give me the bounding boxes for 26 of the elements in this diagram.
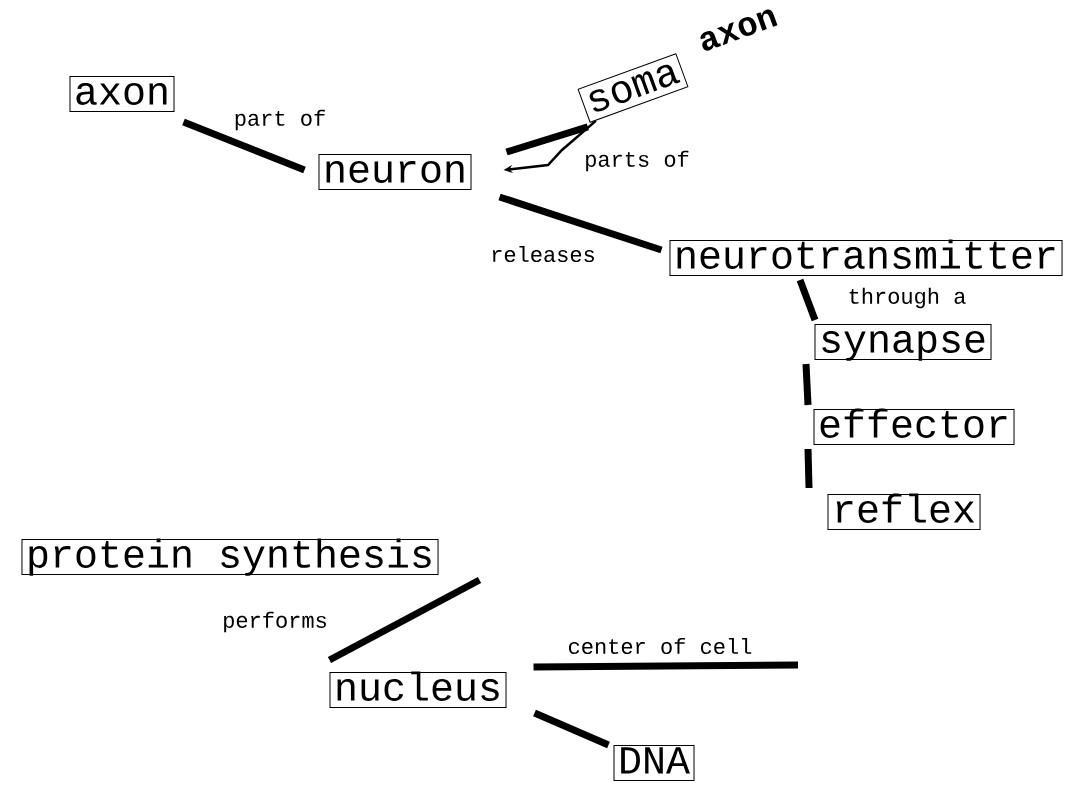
concept-box: axon — [69, 76, 175, 112]
edge-label: releases — [489, 244, 597, 264]
concept-box: neurotransmitter — [669, 239, 1063, 276]
edge-label: performs — [221, 610, 329, 634]
concept-box: reflex — [827, 493, 981, 530]
connector-line — [327, 576, 482, 664]
connector-line — [505, 123, 589, 156]
edge-label: center of cell — [566, 636, 754, 656]
connector-line — [498, 193, 663, 254]
connector-line — [802, 363, 812, 406]
concept-box: protein synthesis — [21, 538, 439, 576]
concept-box: neuron — [318, 154, 472, 190]
concept-box: effector — [813, 408, 1015, 445]
connector-line — [796, 278, 819, 322]
edge-label: parts of — [583, 149, 691, 173]
edge-label: through a — [846, 286, 968, 310]
rotated-label: axon — [700, 9, 778, 51]
connector-line — [533, 661, 799, 671]
connector-line — [804, 448, 813, 489]
concept-box: DNA — [613, 745, 695, 781]
connector-line — [182, 118, 306, 174]
concept-box: soma — [577, 53, 689, 123]
concept-box: nucleus — [329, 671, 507, 708]
concept-box: synapse — [814, 324, 992, 361]
connector-line — [533, 709, 610, 749]
edge-label: part of — [232, 108, 328, 132]
